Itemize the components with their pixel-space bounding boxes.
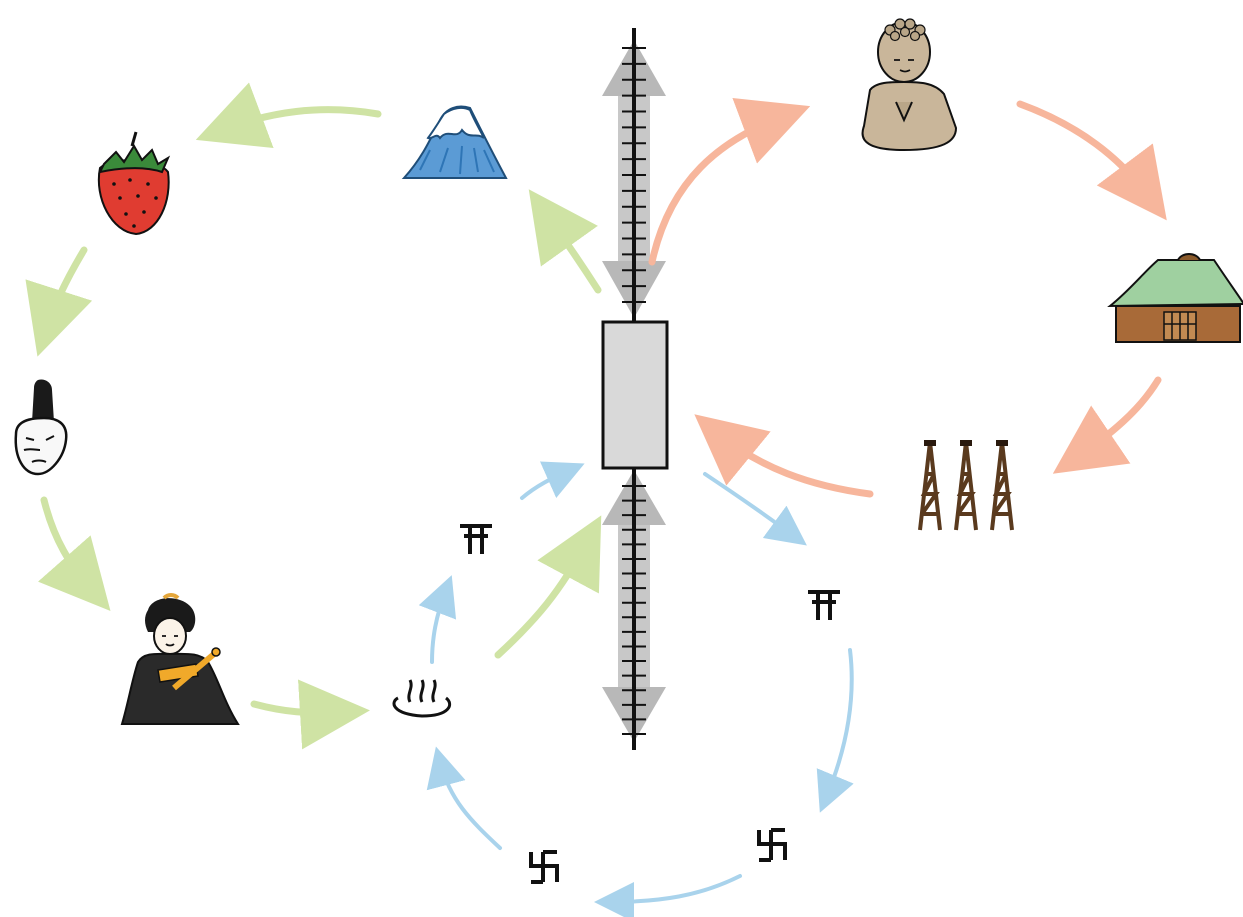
- blue-arrow-axis-to-shrine-right: [703, 472, 807, 546]
- blue-arrow-shrine-to-temple-right: [816, 648, 854, 813]
- mount-fuji-icon: [401, 105, 508, 179]
- salmon-arrow-axis-to-buddha: [648, 97, 811, 266]
- strawberry-icon: [97, 131, 171, 236]
- blue-arrow-onsen-to-shrine-left: [418, 575, 457, 664]
- temple-map-symbol: [757, 828, 787, 862]
- blue-cycle: [418, 461, 854, 917]
- green-arrow-axis-to-fuji: [528, 189, 602, 294]
- green-arrow-mask-to-geisha: [37, 496, 111, 612]
- noh-mask-icon: [14, 379, 68, 476]
- shrine-map-symbol: [460, 524, 492, 554]
- geisha-icon: [120, 593, 240, 725]
- green-arrow-geisha-to-onsen: [250, 679, 370, 750]
- temple-map-symbol: [529, 850, 559, 884]
- salmon-arrow-buddha-to-temple: [1016, 100, 1167, 221]
- green-arrow-fuji-to-strawberry: [195, 82, 382, 149]
- salmon-arrow-derricks-to-axis: [694, 414, 874, 498]
- buddha-statue-icon: [861, 18, 958, 152]
- blue-arrow-temple-left-to-onsen: [426, 746, 502, 850]
- axis-ticks-lower: [622, 485, 646, 735]
- vertical-axis: [601, 28, 669, 750]
- hot-spring-icon: [392, 679, 452, 718]
- green-cycle: [25, 82, 602, 750]
- oil-derrick-icon: [918, 440, 1014, 531]
- shrine-map-symbol: [808, 590, 840, 620]
- salmon-cycle: [648, 97, 1167, 498]
- green-arrow-strawberry-to-mask: [25, 246, 93, 357]
- temple-roof-icon: [1107, 253, 1243, 343]
- blue-arrow-shrine-left-to-axis: [520, 461, 585, 500]
- blue-arrow-temple-right-to-temple-left: [594, 874, 742, 917]
- central-box: [601, 320, 669, 470]
- salmon-arrow-temple-to-derricks: [1052, 376, 1162, 474]
- axis-ticks-upper: [622, 47, 646, 303]
- green-arrow-onsen-to-axis: [494, 515, 602, 659]
